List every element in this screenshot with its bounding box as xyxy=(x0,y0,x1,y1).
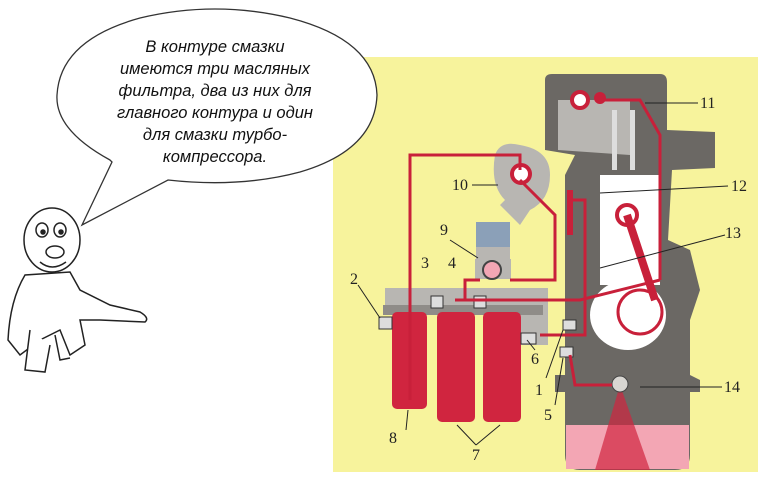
speech-bubble-text: В контуре смазки имеются три масляных фи… xyxy=(100,36,330,168)
oil-pump xyxy=(611,375,629,393)
main-oil-filter-1 xyxy=(437,312,475,422)
sensor-6 xyxy=(520,332,537,345)
label-8: 8 xyxy=(389,430,397,447)
speech-bubble xyxy=(56,8,378,227)
camshaft xyxy=(570,90,590,110)
turbocharger xyxy=(493,143,550,225)
bubble-line: главного контура и один xyxy=(117,104,313,122)
label-2: 2 xyxy=(350,271,358,288)
bubble-line: фильтра, два из них для xyxy=(118,82,312,100)
cartoon-character xyxy=(7,207,148,373)
oil-spray xyxy=(595,385,650,470)
main-oil-filter-2 xyxy=(483,312,521,422)
label-11: 11 xyxy=(700,95,715,112)
label-7: 7 xyxy=(472,447,480,464)
bubble-line: В контуре смазки xyxy=(145,38,285,56)
label-3: 3 xyxy=(421,255,429,272)
label-1: 1 xyxy=(535,382,543,399)
valve-5 xyxy=(559,346,574,358)
engine-block xyxy=(545,74,715,470)
leader-lines xyxy=(357,102,729,446)
label-13: 13 xyxy=(725,225,741,242)
crankshaft xyxy=(616,288,664,336)
label-5: 5 xyxy=(544,407,552,424)
filter-housing xyxy=(378,288,577,422)
bubble-line: компрессора. xyxy=(162,148,268,166)
label-6: 6 xyxy=(531,351,539,368)
valve-4 xyxy=(473,295,487,309)
label-4: 4 xyxy=(448,255,456,272)
valve-2 xyxy=(378,316,393,330)
bubble-line: имеются три масляных xyxy=(119,60,311,78)
label-10: 10 xyxy=(452,177,468,194)
bubble-line: для смазки турбо- xyxy=(142,126,288,144)
oil-pipes xyxy=(408,98,662,400)
label-14: 14 xyxy=(724,379,740,396)
air-compressor xyxy=(475,222,511,280)
label-12: 12 xyxy=(731,178,747,195)
valve-1 xyxy=(562,319,577,331)
label-9: 9 xyxy=(440,222,448,239)
valve-3 xyxy=(430,295,444,309)
